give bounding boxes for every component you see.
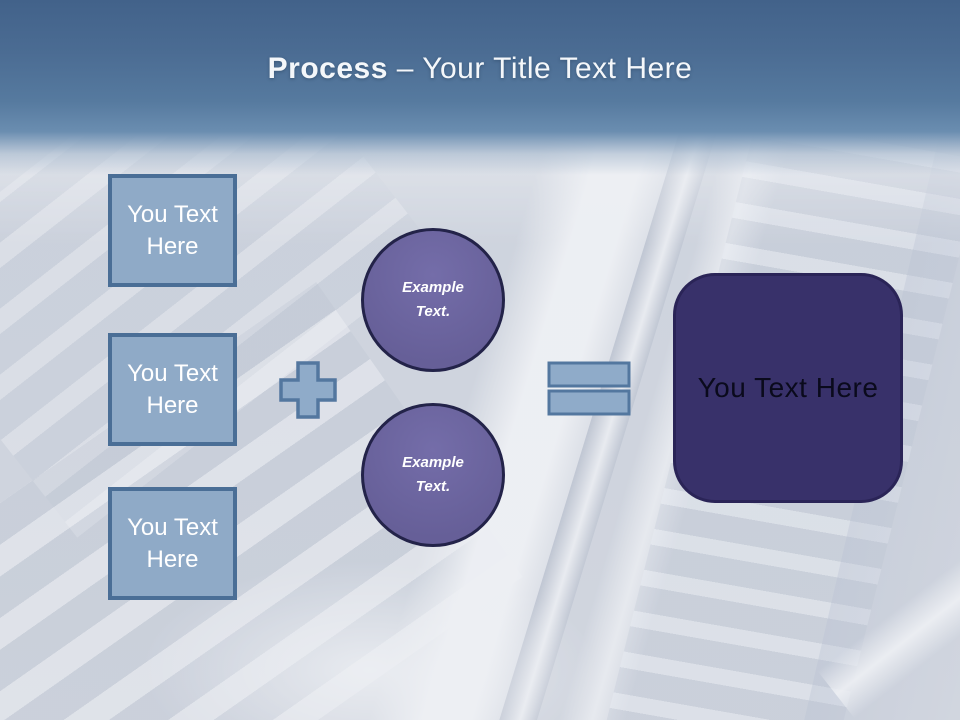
plus-icon — [279, 361, 337, 419]
input-box-3[interactable]: You Text Here — [108, 487, 237, 600]
example-circle-1[interactable]: Example Text. — [361, 228, 505, 372]
example-circle-2[interactable]: Example Text. — [361, 403, 505, 547]
input-box-2[interactable]: You Text Here — [108, 333, 237, 446]
title-banner: Process – Your Title Text Here — [0, 0, 960, 175]
equals-icon — [547, 361, 631, 416]
title-keyword: Process — [267, 52, 388, 85]
example-circle-1-label: Example Text. — [402, 279, 464, 320]
title-subtitle: – Your Title Text Here — [387, 52, 693, 85]
slide-title[interactable]: Process – Your Title Text Here — [0, 52, 960, 86]
result-box-label: You Text Here — [697, 372, 879, 403]
input-box-3-label: You Text Here — [127, 513, 218, 573]
input-box-1-label: You Text Here — [127, 200, 218, 260]
input-box-2-label: You Text Here — [127, 359, 218, 419]
result-box[interactable]: You Text Here — [673, 273, 903, 503]
example-circle-2-label: Example Text. — [402, 454, 464, 495]
input-box-1[interactable]: You Text Here — [108, 174, 237, 287]
